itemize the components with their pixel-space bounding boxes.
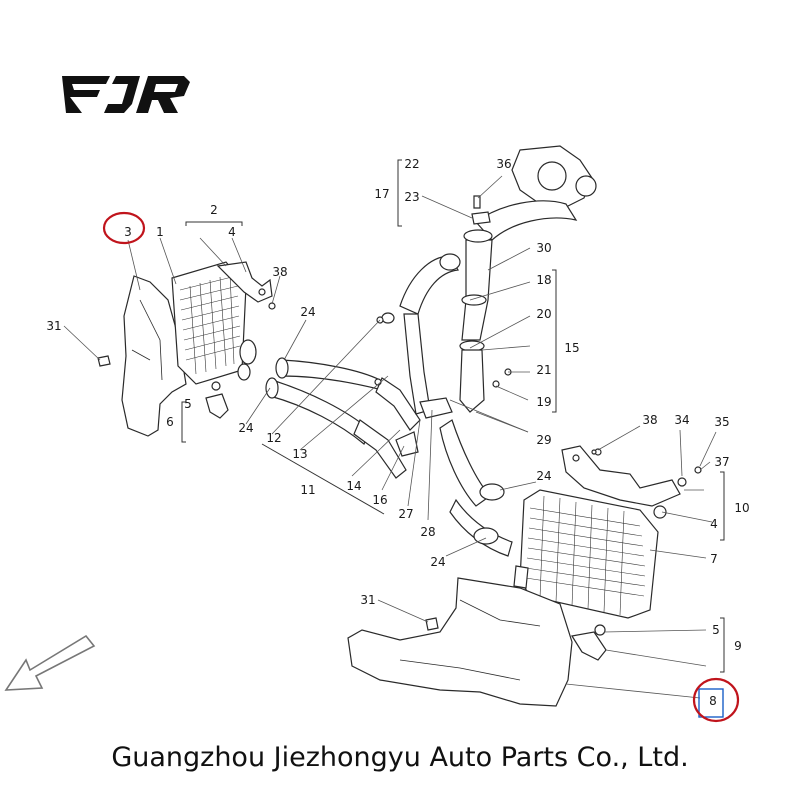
- group-brackets: [181, 159, 725, 673]
- callout-label: 4: [228, 225, 236, 239]
- callout-label: 5: [184, 397, 192, 411]
- callout-label: 24: [300, 305, 315, 319]
- callout-label: 12: [266, 431, 281, 445]
- callout-label: 10: [734, 501, 749, 515]
- callout-label: 36: [496, 157, 511, 171]
- callout-label: 22: [404, 157, 419, 171]
- left-mount: [205, 393, 229, 419]
- callout-labels: 1 2 3 4 5 6 31 38 24 24 12 13 11 14 16 2…: [46, 157, 749, 708]
- callout-label: 24: [430, 555, 445, 569]
- callout-label: 2: [210, 203, 218, 217]
- screw-31-left: [97, 355, 111, 367]
- callout-label: 5: [712, 623, 720, 637]
- callout-label: 21: [536, 363, 551, 377]
- leader-lines: [63, 175, 717, 699]
- callout-label: 34: [674, 413, 689, 427]
- callout-label: 38: [642, 413, 657, 427]
- callout-label: 13: [292, 447, 307, 461]
- callout-label: 16: [372, 493, 387, 507]
- callout-label: 24: [238, 421, 253, 435]
- callout-label: 4: [710, 517, 718, 531]
- callout-label: 9: [734, 639, 742, 653]
- callout-label: 31: [360, 593, 375, 607]
- turbo-and-vertical-pipe: [374, 145, 597, 557]
- callout-label: 7: [710, 552, 718, 566]
- callout-label: 20: [536, 307, 551, 321]
- callout-label: 35: [714, 415, 729, 429]
- ejr-logo: [62, 76, 190, 113]
- right-air-guide: [347, 577, 573, 707]
- callout-label: 3: [124, 225, 132, 239]
- callout-label: 11: [300, 483, 315, 497]
- callout-label: 28: [420, 525, 435, 539]
- highlight-box-part-8: [698, 688, 724, 718]
- center-hose-routing: [265, 253, 461, 479]
- callout-label: 1: [156, 225, 164, 239]
- callout-label: 24: [536, 469, 551, 483]
- right-intercooler-assembly: [347, 445, 702, 707]
- left-intercooler-assembly: [97, 261, 276, 437]
- callout-label: 29: [536, 433, 551, 447]
- right-upper-bracket: [561, 445, 681, 507]
- highlight-circle-part-8: [692, 677, 740, 723]
- company-name: Guangzhou Jiezhongyu Auto Parts Co., Ltd…: [111, 742, 689, 773]
- callout-label: 8: [709, 694, 717, 708]
- direction-arrow: [4, 634, 96, 691]
- callout-label: 6: [166, 415, 174, 429]
- callout-label: 38: [272, 265, 287, 279]
- left-air-guide: [121, 275, 187, 437]
- callout-label: 17: [374, 187, 389, 201]
- callout-label: 27: [398, 507, 413, 521]
- callout-label: 18: [536, 273, 551, 287]
- callout-label: 14: [346, 479, 361, 493]
- callout-label: 15: [564, 341, 579, 355]
- highlight-circle-part-3: [102, 211, 146, 245]
- callout-label: 37: [714, 455, 729, 469]
- callout-label: 19: [536, 395, 551, 409]
- callout-label: 23: [404, 190, 419, 204]
- callout-label: 31: [46, 319, 61, 333]
- callout-label: 30: [536, 241, 551, 255]
